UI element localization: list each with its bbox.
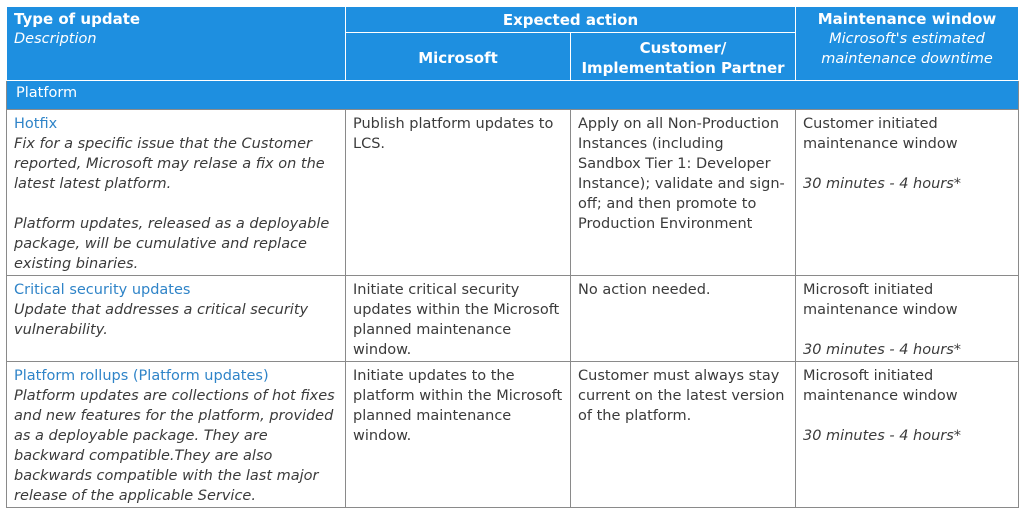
- header-row-1: Type of update Description Expected acti…: [6, 6, 1019, 81]
- header-maintenance-window: Maintenance window Microsoft's estimated…: [795, 6, 1019, 81]
- header-expected-title: Expected action: [502, 11, 639, 29]
- cell-customer-action: Customer must always stay current on the…: [570, 361, 796, 508]
- header-expected-action: Expected action: [345, 6, 796, 33]
- cell-maintenance-window: Customer initiated maintenance window 30…: [795, 109, 1019, 276]
- update-description: Update that addresses a critical securit…: [14, 302, 309, 338]
- cell-microsoft-action: Initiate critical security updates withi…: [345, 275, 571, 362]
- section-label: Platform: [6, 80, 1019, 110]
- header-window-subtitle-1: Microsoft's estimated: [829, 31, 985, 47]
- cell-customer-action: No action needed.: [570, 275, 796, 362]
- header-customer-line-1: Customer/: [639, 38, 727, 57]
- window-text: Customer initiated maintenance window: [803, 116, 958, 152]
- cell-microsoft-action: Publish platform updates to LCS.: [345, 109, 571, 276]
- window-time: 30 minutes - 4 hours*: [803, 428, 962, 444]
- cell-microsoft-action: Initiate updates to the platform within …: [345, 361, 571, 508]
- table-row: Critical security updates Update that ad…: [6, 275, 1019, 362]
- table-row: Hotfix Fix for a specific issue that the…: [6, 109, 1019, 276]
- update-description-extra: Platform updates, released as a deployab…: [14, 216, 330, 272]
- table-row: Platform rollups (Platform updates) Plat…: [6, 361, 1019, 508]
- cell-type: Platform rollups (Platform updates) Plat…: [6, 361, 346, 508]
- header-window-subtitle-2: maintenance downtime: [821, 51, 993, 67]
- header-microsoft: Microsoft: [345, 32, 571, 81]
- update-type-name: Critical security updates: [14, 282, 191, 298]
- update-description: Fix for a specific issue that the Custom…: [14, 136, 325, 192]
- header-customer: Customer/ Implementation Partner: [570, 32, 796, 81]
- header-type-title: Type of update: [14, 10, 141, 28]
- update-type-name: Platform rollups (Platform updates): [14, 368, 269, 384]
- update-type-name: Hotfix: [14, 116, 58, 132]
- cell-maintenance-window: Microsoft initiated maintenance window 3…: [795, 275, 1019, 362]
- update-types-table: Type of update Description Expected acti…: [6, 6, 1019, 508]
- window-text: Microsoft initiated maintenance window: [803, 282, 958, 318]
- header-type-of-update: Type of update Description: [6, 6, 346, 81]
- header-type-subtitle: Description: [14, 31, 97, 47]
- cell-maintenance-window: Microsoft initiated maintenance window 3…: [795, 361, 1019, 508]
- header-window-title: Maintenance window: [817, 10, 997, 28]
- header-row-2: Microsoft Customer/ Implementation Partn…: [7, 32, 1019, 81]
- update-types-table-container: Type of update Description Expected acti…: [6, 6, 1019, 508]
- cell-type: Critical security updates Update that ad…: [6, 275, 346, 362]
- header-microsoft-title: Microsoft: [418, 48, 498, 67]
- window-time: 30 minutes - 4 hours*: [803, 342, 962, 358]
- update-description: Platform updates are collections of hot …: [14, 388, 335, 504]
- cell-type: Hotfix Fix for a specific issue that the…: [6, 109, 346, 276]
- section-row-platform: Platform: [6, 80, 1019, 110]
- cell-customer-action: Apply on all Non-Production Instances (i…: [570, 109, 796, 276]
- header-customer-line-2: Implementation Partner: [581, 58, 785, 77]
- window-text: Microsoft initiated maintenance window: [803, 368, 958, 404]
- window-time: 30 minutes - 4 hours*: [803, 176, 962, 192]
